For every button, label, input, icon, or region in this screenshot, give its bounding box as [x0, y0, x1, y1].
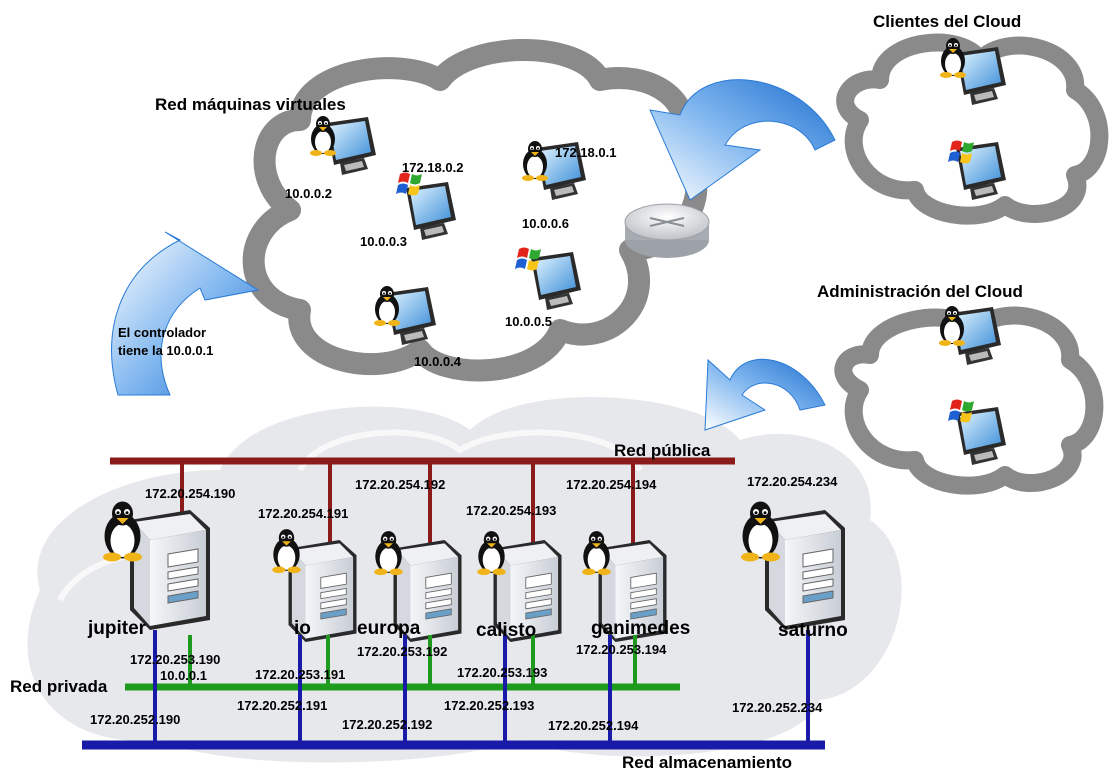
host-public-ip: 172.20.254.192: [355, 477, 445, 492]
vm-ip-label: 10.0.0.2: [285, 186, 332, 201]
cloud-clients-label: Clientes del Cloud: [873, 12, 1021, 31]
public-network-label: Red pública: [614, 441, 711, 460]
storage-network-label: Red almacenamiento: [622, 753, 792, 771]
host-storage-ip: 172.20.252.194: [548, 718, 639, 733]
host-name: europa: [357, 618, 421, 639]
host-public-ip: 172.20.254.190: [145, 486, 235, 501]
controller-label-line2: tiene la 10.0.0.1: [118, 343, 213, 358]
host-private-ip: 172.20.253.192: [357, 644, 447, 659]
host-public-ip: 172.20.254.234: [747, 474, 838, 489]
private-network-label: Red privada: [10, 677, 108, 696]
host-public-ip: 172.20.254.194: [566, 477, 657, 492]
public-network-bus: [110, 457, 735, 545]
host-storage-ip: 172.20.252.190: [90, 712, 180, 727]
vm-network-label: Red máquinas virtuales: [155, 95, 346, 114]
host-private-ip: 172.20.253.191: [255, 667, 345, 682]
controller-arrow: [111, 231, 260, 396]
vm-ip-label: 172.18.0.2: [402, 160, 463, 175]
host-private-ip: 172.20.253.190: [130, 652, 220, 667]
host-storage-ip: 172.20.252.234: [732, 700, 823, 715]
router-icon: [624, 203, 710, 258]
vm-ip-label: 172.18.0.1: [555, 145, 616, 160]
private-network-bus: [125, 635, 680, 691]
vm-ip-label: 10.0.0.5: [505, 314, 552, 329]
host-name: io: [294, 618, 311, 639]
host-name: ganimedes: [591, 618, 690, 639]
vm-ip-label: 10.0.0.4: [414, 354, 462, 369]
host-storage-ip: 172.20.252.193: [444, 698, 534, 713]
storage-network-bus: [82, 630, 825, 750]
controller-label-line1: El controlador: [118, 325, 206, 340]
host-name: jupiter: [87, 618, 147, 639]
vm-ip-label: 10.0.0.6: [522, 216, 569, 231]
server-jupiter: [129, 509, 211, 631]
host-public-ip: 172.20.254.193: [466, 503, 556, 518]
host-private-ip: 172.20.253.193: [457, 665, 547, 680]
host-storage-ip: 172.20.252.192: [342, 717, 432, 732]
cloud-admin-label: Administración del Cloud: [817, 282, 1023, 301]
host-storage-ip: 172.20.252.191: [237, 698, 327, 713]
admin-arrow: [704, 358, 826, 431]
host-public-ip: 172.20.254.191: [258, 506, 348, 521]
host-name: calisto: [476, 620, 536, 641]
host-name: saturno: [778, 620, 848, 641]
clients-arrow: [649, 79, 836, 201]
vm-ip-label: 10.0.0.3: [360, 234, 407, 249]
host-private-ip: 172.20.253.194: [576, 642, 667, 657]
host-extra-ip: 10.0.0.1: [160, 668, 207, 683]
